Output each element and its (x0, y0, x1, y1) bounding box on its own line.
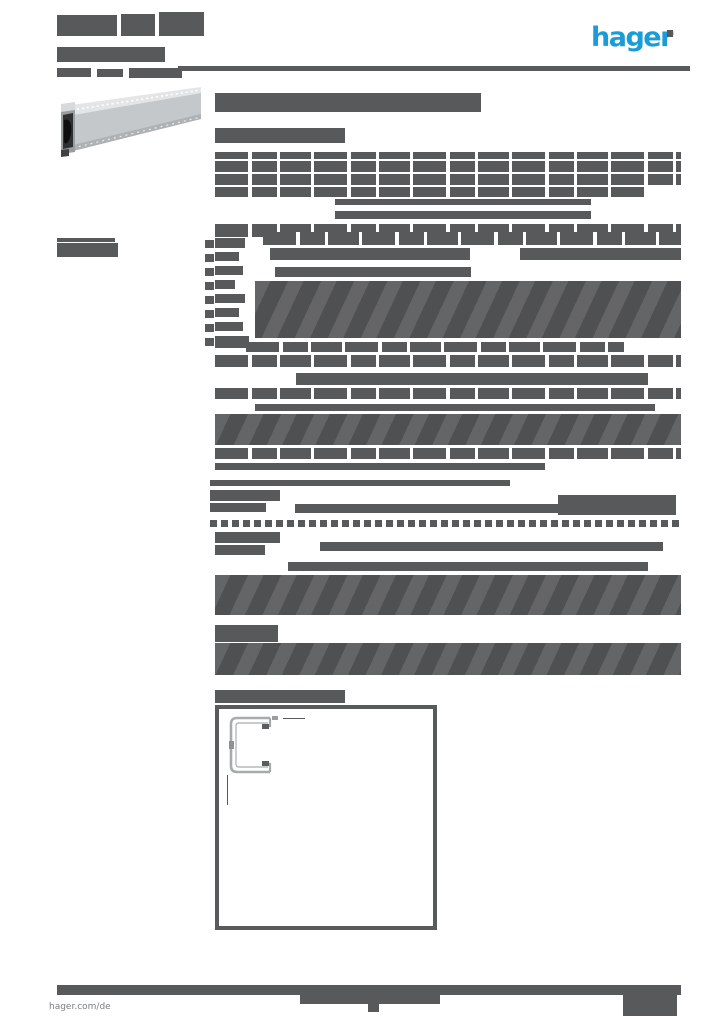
redacted-text-bar (210, 503, 266, 512)
redacted-text-bar (215, 463, 545, 470)
redacted-text-bar (205, 338, 214, 346)
redaction-gap (262, 338, 626, 341)
profile-cross-section-drawing (229, 716, 278, 774)
redacted-text-bar (210, 480, 510, 486)
redacted-text-bar (255, 281, 681, 338)
redacted-text-bar (57, 985, 681, 995)
redacted-text-bar (215, 355, 681, 367)
redacted-text-bar (368, 1004, 379, 1012)
redacted-text-bar (57, 243, 118, 257)
redacted-text-bar (57, 68, 91, 77)
redacted-text-bar (520, 248, 681, 260)
redacted-text-bar (215, 625, 278, 642)
footer-website-box: hager.com/de (45, 997, 168, 1018)
redacted-text-bar (335, 211, 591, 219)
redacted-text-bar (296, 373, 648, 385)
redacted-text-bar (215, 161, 681, 172)
redacted-text-bar (97, 69, 123, 77)
redacted-text-bar (205, 282, 214, 290)
redacted-text-bar (210, 520, 680, 527)
redacted-text-bar (57, 47, 165, 62)
redacted-text-bar (57, 15, 117, 36)
redacted-text-bar (558, 495, 676, 515)
redacted-text-bar (215, 690, 345, 703)
redacted-text-bar (288, 562, 648, 571)
redacted-text-bar (215, 294, 245, 303)
redacted-text-bar (246, 342, 624, 352)
redacted-text-bar (57, 238, 115, 242)
redacted-text-bar (159, 12, 204, 36)
redacted-text-bar (205, 310, 214, 318)
product-photo (61, 87, 202, 157)
redacted-text-bar (215, 414, 681, 445)
redacted-text-bar (263, 232, 681, 245)
redacted-text-bar (667, 30, 673, 37)
redacted-text-bar (215, 252, 239, 261)
redacted-text-bar (205, 254, 214, 262)
redacted-text-bar (215, 643, 681, 675)
redacted-text-bar (300, 994, 440, 1004)
dimension-line-horizontal (283, 718, 305, 719)
redacted-text-bar (215, 93, 481, 112)
redacted-text-bar (215, 187, 645, 197)
dimensional-drawing-box (215, 705, 437, 930)
redacted-text-bar (320, 542, 663, 551)
redacted-text-bar (215, 128, 345, 143)
hager-logo: hager (591, 22, 673, 53)
redacted-text-bar (205, 268, 214, 276)
footer-website-link[interactable]: hager.com/de (49, 1002, 111, 1012)
redacted-text-bar (205, 240, 214, 248)
redacted-text-bar (275, 267, 471, 277)
redacted-text-bar (205, 296, 214, 304)
redacted-text-bar (215, 308, 239, 317)
redacted-text-bar (129, 68, 182, 78)
redacted-text-bar (215, 322, 243, 331)
redacted-text-bar (623, 994, 677, 1016)
redacted-text-bar (215, 280, 235, 289)
redacted-text-bar (270, 248, 470, 260)
redacted-text-bar (215, 532, 280, 543)
redacted-text-bar (215, 238, 245, 248)
redacted-text-bar (210, 490, 280, 501)
redacted-text-bar (215, 575, 681, 615)
dimension-line-vertical (227, 775, 228, 805)
redacted-text-bar (205, 324, 214, 332)
redacted-text-bar (255, 404, 655, 411)
redacted-text-bar (215, 266, 243, 275)
redacted-text-bar (215, 336, 249, 348)
redacted-text-bar (215, 448, 681, 459)
redacted-text-bar (215, 388, 681, 399)
redacted-text-bar (215, 174, 681, 185)
redacted-text-bar (121, 14, 155, 36)
redacted-text-bar (215, 152, 681, 159)
header-rule (178, 66, 690, 71)
redacted-text-bar (215, 545, 265, 555)
redacted-text-bar (295, 504, 560, 513)
redacted-text-bar (335, 199, 591, 205)
